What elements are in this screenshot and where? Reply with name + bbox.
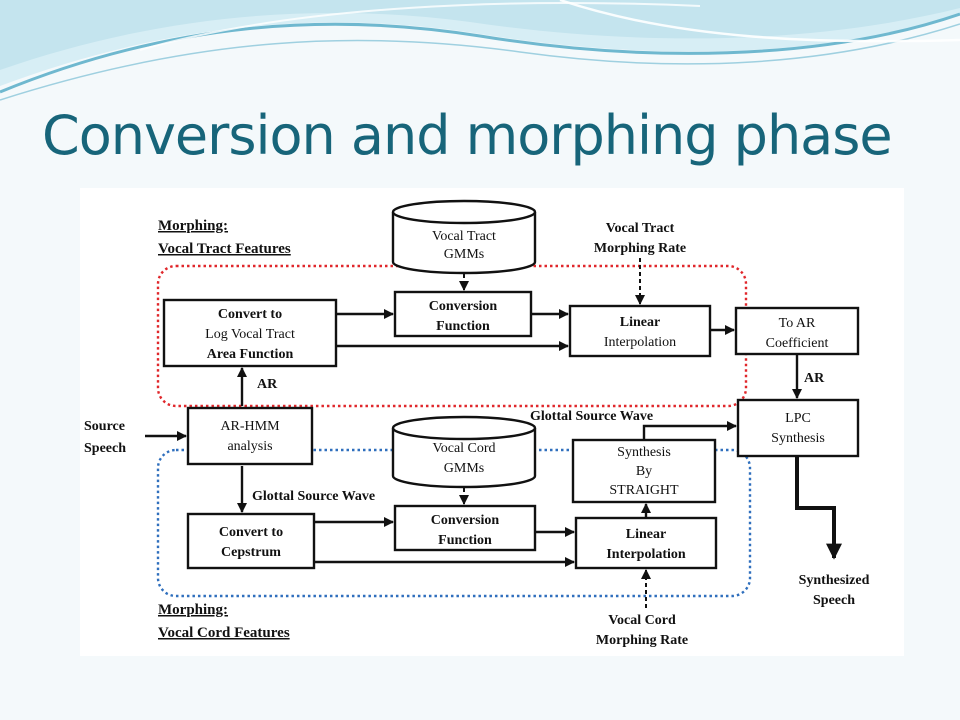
svg-text:Interpolation: Interpolation <box>606 547 686 562</box>
arrow-lpc-to-output <box>795 456 842 560</box>
svg-text:Speech: Speech <box>84 441 126 456</box>
svg-text:Linear: Linear <box>620 315 660 330</box>
lpc-synthesis-box: LPC Synthesis <box>736 398 860 458</box>
vocal-cord-morphing-rate-label: Vocal Cord Morphing Rate <box>596 613 688 648</box>
slide-title: Conversion and morphing phase <box>42 104 893 167</box>
svg-text:Convert to: Convert to <box>219 525 283 540</box>
vocal-cord-gmms-database: Vocal Cord GMMs <box>391 415 537 489</box>
svg-text:Vocal Tract: Vocal Tract <box>606 221 675 236</box>
synthesized-speech-label: Synthesized Speech <box>799 573 870 608</box>
svg-text:By: By <box>636 464 652 479</box>
svg-text:Source: Source <box>84 419 125 434</box>
svg-text:analysis: analysis <box>227 439 272 454</box>
svg-text:LPC: LPC <box>785 411 811 426</box>
conversion-function-tract-box: Conversion Function <box>393 290 533 338</box>
vocal-cord-region <box>156 448 752 598</box>
svg-text:Log Vocal Tract: Log Vocal Tract <box>205 327 295 342</box>
svg-text:Coefficient: Coefficient <box>766 336 829 351</box>
svg-text:Morphing Rate: Morphing Rate <box>596 633 688 648</box>
vocal-tract-section-label: Morphing: Vocal Tract Features <box>158 218 291 257</box>
svg-text:Function: Function <box>438 533 492 548</box>
to-ar-coefficient-box: To AR Coefficient <box>734 306 860 356</box>
svg-text:Cepstrum: Cepstrum <box>221 545 281 560</box>
svg-text:Convert to: Convert to <box>218 307 282 322</box>
linear-interpolation-cord-box: Linear Interpolation <box>574 516 718 570</box>
svg-text:Area Function: Area Function <box>207 347 294 362</box>
morphing-block-diagram: Morphing: Vocal Tract Features Morphing:… <box>80 188 904 656</box>
svg-text:Function: Function <box>436 319 490 334</box>
svg-text:Speech: Speech <box>813 593 855 608</box>
svg-text:Vocal Cord Features: Vocal Cord Features <box>158 625 290 641</box>
convert-cepstrum-box: Convert to Cepstrum <box>186 512 316 570</box>
vocal-cord-section-label: Morphing: Vocal Cord Features <box>158 602 290 641</box>
source-speech-label: Source Speech <box>84 419 126 456</box>
svg-text:GMMs: GMMs <box>444 461 484 476</box>
glottal-source-wave-bottom-label: Glottal Source Wave <box>252 489 375 504</box>
svg-text:Morphing Rate: Morphing Rate <box>594 241 686 256</box>
svg-text:Vocal Cord: Vocal Cord <box>432 441 495 456</box>
svg-text:Conversion: Conversion <box>431 513 500 528</box>
svg-text:Vocal Tract Features: Vocal Tract Features <box>158 241 291 257</box>
synthesis-straight-box: Synthesis By STRAIGHT <box>571 438 717 504</box>
vocal-tract-gmms-database: Vocal Tract GMMs <box>391 199 537 275</box>
svg-text:Synthesis: Synthesis <box>617 445 671 460</box>
svg-text:Morphing:: Morphing: <box>158 218 228 234</box>
svg-text:Linear: Linear <box>626 527 666 542</box>
svg-text:STRAIGHT: STRAIGHT <box>609 483 679 498</box>
svg-text:Vocal Cord: Vocal Cord <box>608 613 676 628</box>
ar-up-label: AR <box>257 377 278 392</box>
svg-text:GMMs: GMMs <box>444 247 484 262</box>
glottal-source-wave-top-label: Glottal Source Wave <box>530 409 653 424</box>
arrow-straight-to-lpc <box>642 421 737 440</box>
conversion-function-cord-box: Conversion Function <box>393 504 537 552</box>
ar-hmm-analysis-box: AR-HMM analysis <box>186 406 314 466</box>
svg-text:Interpolation: Interpolation <box>604 335 676 350</box>
svg-text:Conversion: Conversion <box>429 299 498 314</box>
ar-down-label: AR <box>804 371 825 386</box>
convert-log-area-box: Convert to Log Vocal Tract Area Function <box>162 298 338 368</box>
linear-interpolation-tract-box: Linear Interpolation <box>568 304 712 358</box>
svg-text:Synthesized: Synthesized <box>799 573 870 588</box>
svg-text:To AR: To AR <box>779 316 816 331</box>
svg-text:Morphing:: Morphing: <box>158 602 228 618</box>
svg-text:Synthesis: Synthesis <box>771 431 825 446</box>
svg-text:AR-HMM: AR-HMM <box>220 419 280 434</box>
svg-text:Vocal Tract: Vocal Tract <box>432 229 496 244</box>
vocal-tract-morphing-rate-label: Vocal Tract Morphing Rate <box>594 221 686 256</box>
